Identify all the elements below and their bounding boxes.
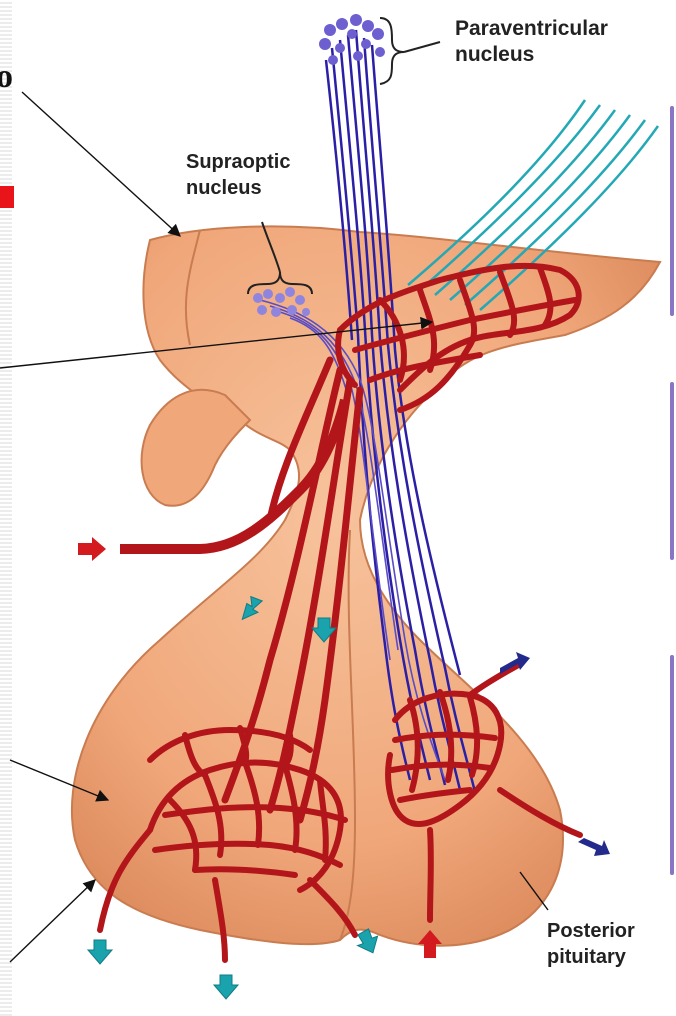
label-supraoptic-line2: nucleus <box>186 175 290 201</box>
pointer-arrow-icon <box>22 92 180 236</box>
label-paraventricular-line2: nucleus <box>455 42 608 68</box>
label-supraoptic: Supraoptic nucleus <box>186 149 290 201</box>
label-paraventricular: Paraventricular nucleus <box>455 16 608 68</box>
pointer-arrow-icon <box>10 880 95 962</box>
label-posterior-pituitary: Posterior pituitary <box>547 918 635 970</box>
label-supraoptic-line1: Supraoptic <box>186 149 290 175</box>
flow-arrow-icon <box>88 940 112 964</box>
flow-arrow-icon <box>214 975 238 999</box>
side-accent-bar <box>670 382 674 560</box>
label-posterior-line2: pituitary <box>547 944 635 970</box>
flow-arrow-icon <box>500 652 530 674</box>
side-accent-bar <box>670 655 674 875</box>
flow-arrow-icon <box>78 537 106 561</box>
label-paraventricular-line1: Paraventricular <box>455 16 608 42</box>
label-posterior-line1: Posterior <box>547 918 635 944</box>
side-accent-bar <box>670 106 674 316</box>
flow-arrow-icon <box>578 838 610 856</box>
paraventricular-cell-bodies <box>319 14 385 65</box>
